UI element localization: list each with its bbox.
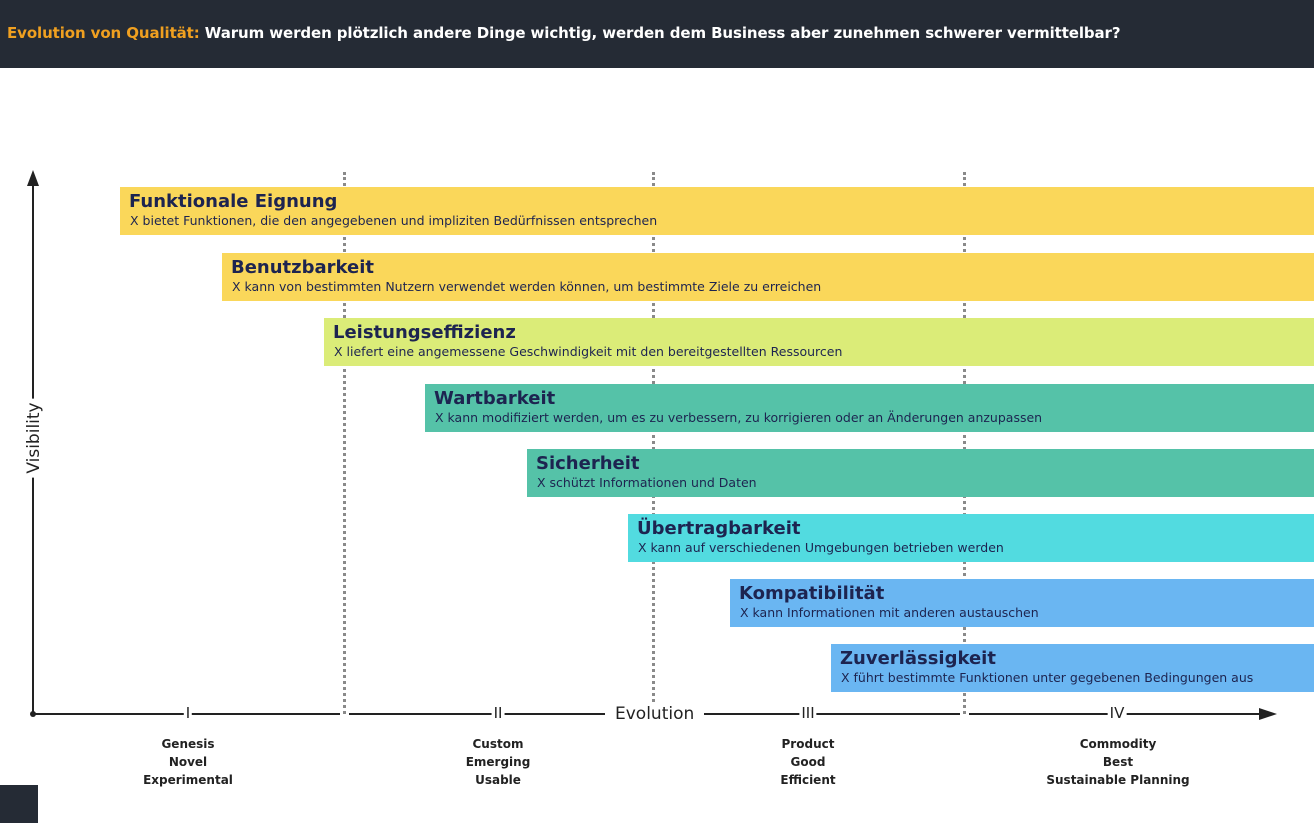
stage-4-line-2: Best bbox=[1102, 755, 1134, 769]
quality-name: Wartbarkeit bbox=[434, 388, 556, 409]
quality-description: X bietet Funktionen, die den angegebenen… bbox=[130, 213, 658, 228]
quality-bar-wartbarkeit: Wartbarkeit X kann modifiziert werden, u… bbox=[425, 384, 1314, 432]
quality-name: Sicherheit bbox=[536, 453, 640, 474]
stage-description-2: Custom Emerging Usable bbox=[388, 735, 608, 789]
stage-4-line-3: Sustainable Planning bbox=[1046, 773, 1190, 787]
quality-name: Benutzbarkeit bbox=[231, 257, 375, 278]
quality-bar-uebertragbarkeit: Übertragbarkeit X kann auf verschiedenen… bbox=[628, 514, 1314, 562]
stage-2-line-2: Emerging bbox=[465, 755, 531, 769]
stage-1-line-1: Genesis bbox=[161, 737, 215, 751]
stage-1-line-2: Novel bbox=[168, 755, 208, 769]
stage-description-4: Commodity Best Sustainable Planning bbox=[1008, 735, 1228, 789]
quality-name: Leistungseffizienz bbox=[333, 322, 516, 343]
stage-2-line-3: Usable bbox=[475, 773, 521, 787]
stage-description-1: Genesis Novel Experimental bbox=[78, 735, 298, 789]
stage-3-line-2: Good bbox=[790, 755, 826, 769]
quality-bar-kompatibilitaet: Kompatibilität X kann Informationen mit … bbox=[730, 579, 1314, 627]
stage-numeral-3: III bbox=[799, 704, 817, 722]
quality-description: X kann Informationen mit anderen austaus… bbox=[740, 605, 1039, 620]
page-title: Evolution von Qualität: Warum werden plö… bbox=[7, 24, 1121, 42]
quality-name: Kompatibilität bbox=[739, 583, 885, 604]
quality-description: X kann auf verschiedenen Umgebungen betr… bbox=[638, 540, 1004, 555]
quality-name: Funktionale Eignung bbox=[129, 191, 338, 212]
header-bar: Evolution von Qualität: Warum werden plö… bbox=[0, 0, 1314, 68]
stage-numeral-4: IV bbox=[1107, 704, 1127, 722]
title-accent: Evolution von Qualität: bbox=[7, 24, 200, 42]
stage-divider-2 bbox=[652, 172, 655, 714]
quality-description: X führt bestimmte Funktionen unter gegeb… bbox=[841, 670, 1254, 685]
quality-bar-sicherheit: Sicherheit X schützt Informationen und D… bbox=[527, 449, 1314, 497]
y-axis-arrow-icon bbox=[27, 170, 39, 186]
quality-bar-leistungseffizienz: Leistungseffizienz X liefert eine angeme… bbox=[324, 318, 1314, 366]
stage-3-line-3: Efficient bbox=[780, 773, 836, 787]
quality-name: Übertragbarkeit bbox=[637, 518, 801, 539]
y-axis-label: Visibility bbox=[24, 398, 44, 478]
quality-description: X schützt Informationen und Daten bbox=[537, 475, 757, 490]
stage-2-line-1: Custom bbox=[472, 737, 524, 751]
stage-3-line-1: Product bbox=[781, 737, 835, 751]
stage-divider-3 bbox=[963, 172, 966, 714]
quality-bar-benutzbarkeit: Benutzbarkeit X kann von bestimmten Nutz… bbox=[222, 253, 1314, 301]
stage-1-line-3: Experimental bbox=[143, 773, 233, 787]
quality-bar-zuverlaessigkeit: Zuverlässigkeit X führt bestimmte Funkti… bbox=[831, 644, 1314, 692]
stage-numeral-1: I bbox=[183, 704, 193, 722]
stage-description-3: Product Good Efficient bbox=[698, 735, 918, 789]
quality-name: Zuverlässigkeit bbox=[840, 648, 996, 669]
stage-4-line-1: Commodity bbox=[1079, 737, 1157, 751]
x-axis-label: Evolution bbox=[605, 704, 705, 724]
quality-bar-funktionale-eignung: Funktionale Eignung X bietet Funktionen,… bbox=[120, 187, 1314, 235]
x-axis-arrow-icon bbox=[1259, 708, 1277, 720]
title-text: Warum werden plötzlich andere Dinge wich… bbox=[204, 24, 1121, 42]
quality-description: X kann modifiziert werden, um es zu verb… bbox=[435, 410, 1043, 425]
corner-block bbox=[0, 785, 38, 823]
stage-divider-1 bbox=[343, 172, 346, 714]
quality-description: X kann von bestimmten Nutzern verwendet … bbox=[232, 279, 822, 294]
quality-description: X liefert eine angemessene Geschwindigke… bbox=[334, 344, 843, 359]
stage-numeral-2: II bbox=[491, 704, 505, 722]
